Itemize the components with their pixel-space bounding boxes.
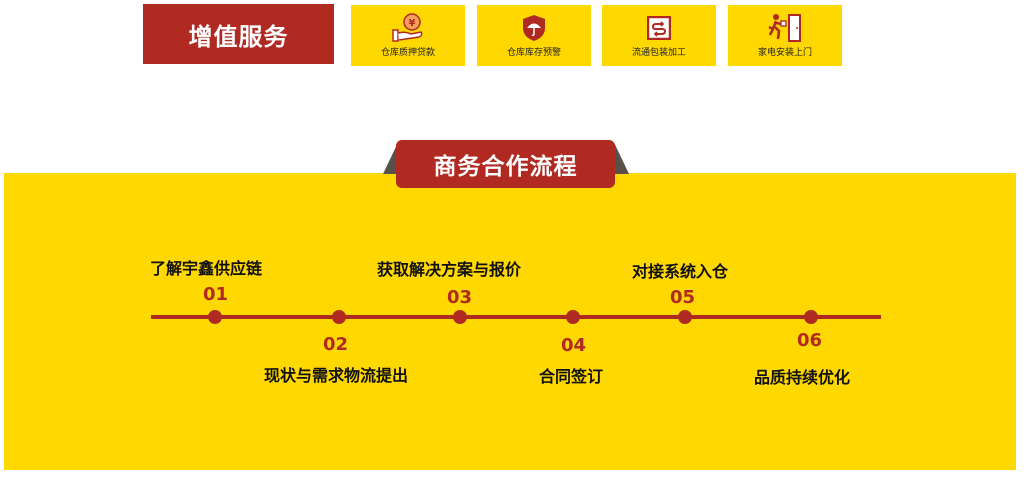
package-cycle-icon — [647, 13, 671, 43]
timeline-dot-04 — [566, 310, 580, 324]
step-label-03: 获取解决方案与报价 — [377, 260, 522, 279]
step-label-05: 对接系统入仓 — [632, 262, 729, 281]
delivery-door-icon — [767, 13, 803, 43]
value-added-services-title: 增值服务 — [143, 4, 334, 64]
step-label-06: 品质持续优化 — [754, 368, 851, 387]
step-number-02: 02 — [323, 334, 349, 355]
timeline-dot-05 — [678, 310, 692, 324]
step-number-01: 01 — [203, 284, 229, 305]
hand-coin-icon: ¥ — [391, 13, 425, 43]
step-label-01: 了解宇鑫供应链 — [150, 259, 263, 278]
step-label-04: 合同签订 — [539, 367, 604, 386]
service-inventory-alert[interactable]: 仓库库存预警 — [477, 5, 591, 66]
step-label-02: 现状与需求物流提出 — [264, 366, 409, 385]
service-appliance-installation[interactable]: 家电安装上门 — [728, 5, 842, 66]
shield-umbrella-icon — [521, 13, 547, 43]
step-number-05: 05 — [670, 287, 696, 308]
timeline-line — [151, 315, 881, 319]
service-packaging-processing[interactable]: 流通包装加工 — [602, 5, 716, 66]
service-label: 家电安装上门 — [757, 48, 812, 58]
process-title: 商务合作流程 — [396, 140, 615, 188]
timeline-dot-02 — [332, 310, 346, 324]
service-label: 仓库质押贷款 — [380, 48, 435, 58]
service-warehouse-pledge-loan[interactable]: ¥ 仓库质押贷款 — [351, 5, 465, 66]
timeline-dot-06 — [804, 310, 818, 324]
step-number-06: 06 — [797, 330, 823, 351]
process-panel — [4, 173, 1016, 470]
service-label: 流通包装加工 — [631, 48, 686, 58]
svg-text:¥: ¥ — [409, 18, 416, 29]
step-number-04: 04 — [561, 335, 587, 356]
timeline-dot-01 — [208, 310, 222, 324]
timeline-dot-03 — [453, 310, 467, 324]
step-number-03: 03 — [447, 287, 473, 308]
service-label: 仓库库存预警 — [506, 48, 561, 58]
